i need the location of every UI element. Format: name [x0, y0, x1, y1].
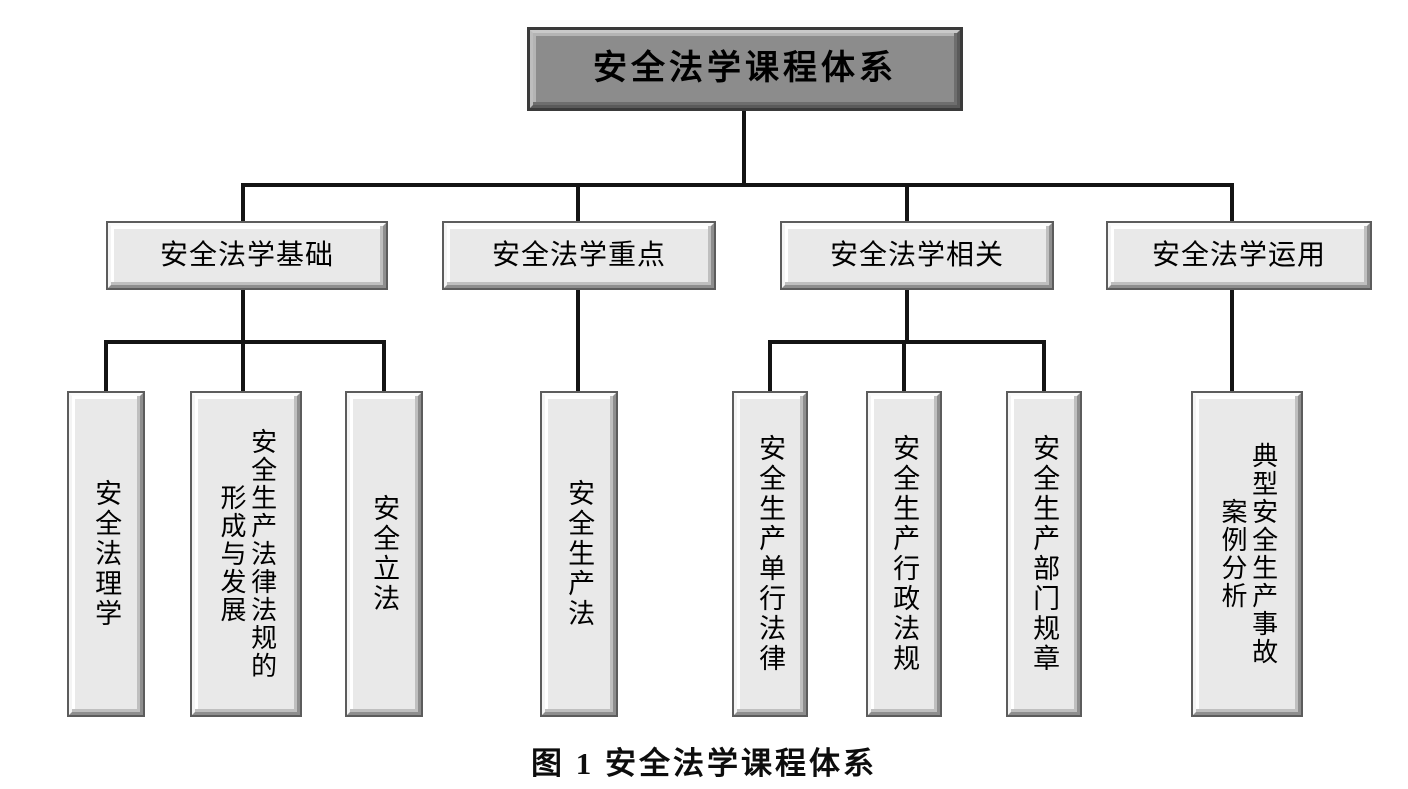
- connector-branch-1-bus: [104, 340, 386, 344]
- node-branch-4[interactable]: 安全法学运用: [1106, 221, 1372, 290]
- node-branch-1[interactable]: 安全法学基础: [106, 221, 388, 290]
- node-branch-3[interactable]: 安全法学相关: [780, 221, 1054, 290]
- node-leaf-label: 安全生产法: [564, 479, 595, 629]
- connector-branch-2-stem: [576, 288, 580, 393]
- node-leaf-administrative-regulations[interactable]: 安全生产行政法规: [866, 391, 942, 717]
- connector-branch-1-leaf-2: [241, 340, 245, 393]
- connector-branch-3-leaf-1: [768, 340, 772, 393]
- node-leaf-special-laws[interactable]: 安全生产单行法律: [732, 391, 808, 717]
- node-leaf-label: 安全立法: [369, 494, 400, 614]
- connector-branch-4-stem: [1230, 288, 1234, 393]
- node-leaf-label: 安全法理学: [91, 479, 122, 629]
- node-leaf-safety-jurisprudence[interactable]: 安全法理学: [67, 391, 145, 717]
- connector-drop-branch-1: [241, 183, 245, 223]
- node-leaf-work-safety-law[interactable]: 安全生产法: [540, 391, 618, 717]
- node-leaf-label-col-1: 典型安全生产事故: [1248, 442, 1278, 666]
- node-leaf-departmental-rules[interactable]: 安全生产部门规章: [1006, 391, 1082, 717]
- connector-branch-3-leaf-3: [1042, 340, 1046, 393]
- node-leaf-label: 安全生产行政法规: [889, 434, 920, 674]
- node-root[interactable]: 安全法学课程体系: [527, 27, 963, 111]
- connector-branch-1-leaf-3: [382, 340, 386, 393]
- node-leaf-safety-legislation[interactable]: 安全立法: [345, 391, 423, 717]
- node-leaf-case-analysis[interactable]: 案例分析 典型安全生产事故: [1191, 391, 1303, 717]
- node-leaf-label: 安全生产单行法律: [755, 434, 786, 674]
- connector-drop-branch-2: [576, 183, 580, 223]
- connector-root-stem: [742, 108, 746, 185]
- connector-level2-bus: [241, 183, 1234, 187]
- node-branch-4-label: 安全法学运用: [1151, 239, 1326, 271]
- connector-branch-1-stem: [241, 288, 245, 344]
- node-branch-1-label: 安全法学基础: [159, 239, 334, 271]
- node-leaf-label-col-2: 案例分析: [1218, 498, 1247, 610]
- node-branch-2[interactable]: 安全法学重点: [442, 221, 716, 290]
- node-leaf-label-col-2: 形成与发展: [217, 484, 246, 624]
- connector-drop-branch-4: [1230, 183, 1234, 223]
- connector-branch-3-bus: [768, 340, 1046, 344]
- node-leaf-law-formation-development[interactable]: 形成与发展 安全生产法律法规的: [190, 391, 302, 717]
- node-root-label: 安全法学课程体系: [593, 50, 897, 88]
- connector-branch-3-stem: [905, 288, 909, 344]
- figure-caption: 图 1 安全法学课程体系: [531, 746, 877, 781]
- node-leaf-label: 安全生产部门规章: [1029, 434, 1060, 674]
- node-leaf-label-col-1: 安全生产法律法规的: [247, 428, 277, 680]
- connector-drop-branch-3: [905, 183, 909, 223]
- node-branch-3-label: 安全法学相关: [829, 239, 1004, 271]
- node-branch-2-label: 安全法学重点: [491, 239, 666, 271]
- connector-branch-3-leaf-2: [902, 340, 906, 393]
- connector-branch-1-leaf-1: [104, 340, 108, 393]
